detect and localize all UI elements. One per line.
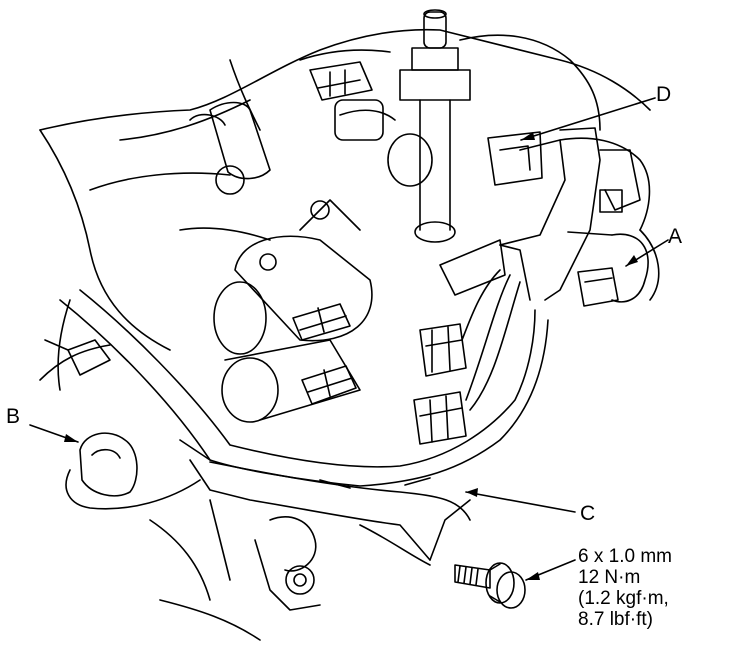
leader-c xyxy=(465,491,576,513)
torque-nm: 12 N·m xyxy=(578,567,641,588)
transmission-housing xyxy=(39,28,660,391)
clamp-b xyxy=(65,432,201,510)
top-stud xyxy=(399,9,471,243)
label-b: B xyxy=(6,405,21,428)
harness-connector-upper xyxy=(419,323,467,377)
torque-lbf: 8.7 lbf·ft) xyxy=(578,609,653,630)
harness-connector-lower xyxy=(413,391,467,445)
solenoid-upper xyxy=(189,101,271,195)
label-d: D xyxy=(656,83,672,106)
torque-spec: 6 x 1.0 mm 12 N·m (1.2 kgf·m, 8.7 lbf·ft… xyxy=(578,546,672,630)
label-c: C xyxy=(580,502,596,525)
harness-wires xyxy=(461,269,521,411)
upper-connector xyxy=(309,61,433,187)
bottom-fitting xyxy=(149,499,321,641)
torque-kgf: (1.2 kgf·m, xyxy=(578,588,669,609)
harness-bracket xyxy=(439,127,641,301)
connector-a xyxy=(567,231,649,307)
solenoid-connector-2 xyxy=(301,365,357,405)
wiring-harness-c xyxy=(59,289,549,566)
leader-d xyxy=(520,97,656,141)
bolt-size: 6 x 1.0 mm xyxy=(578,546,672,567)
bolt xyxy=(454,562,526,609)
solenoid-center xyxy=(213,199,373,423)
label-a: A xyxy=(668,225,683,248)
solenoid-connector-1 xyxy=(292,303,351,341)
lower-left-clip xyxy=(44,339,111,376)
